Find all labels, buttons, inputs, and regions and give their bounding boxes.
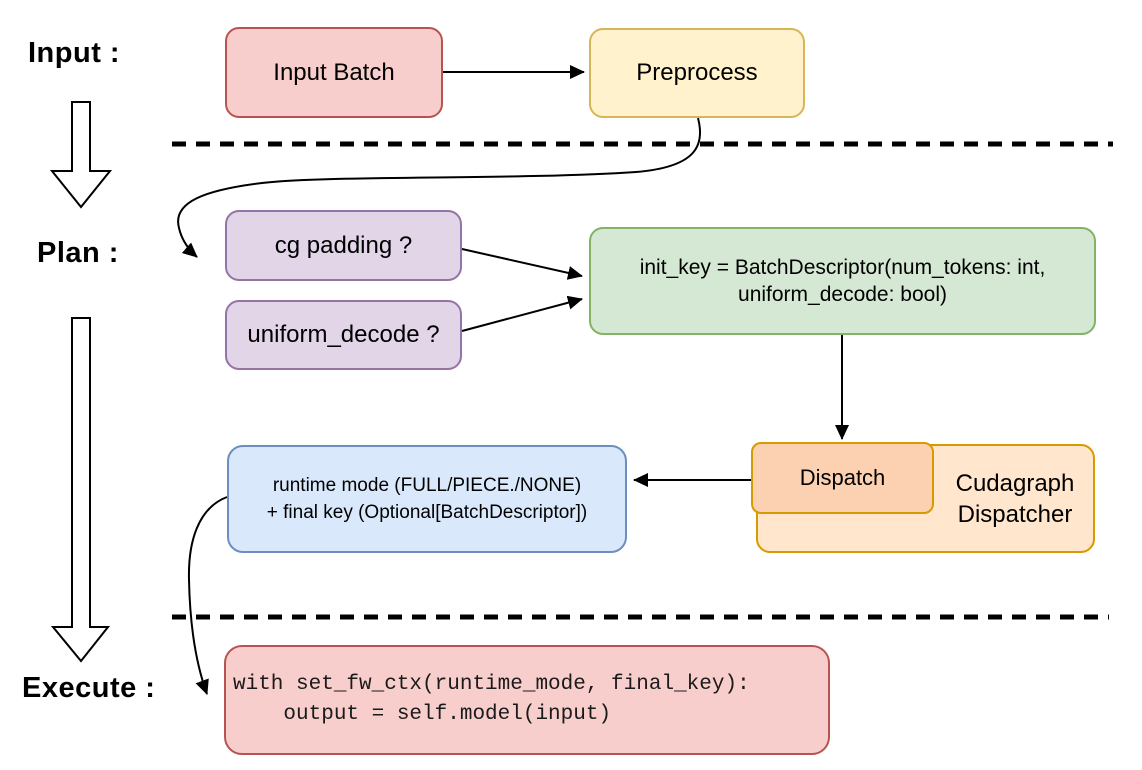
node-input-batch-label: Input Batch xyxy=(273,58,395,86)
stage-label-plan: Plan : xyxy=(37,237,119,269)
cudagraph-dispatcher-line2: Dispatcher xyxy=(957,501,1073,528)
node-init-key: init_key = BatchDescriptor(num_tokens: i… xyxy=(589,227,1096,335)
node-runtime-mode: runtime mode (FULL/PIECE./NONE) + final … xyxy=(227,445,627,553)
edge-uniformdecode-to-initkey xyxy=(461,295,583,332)
node-execute-code-line2: output = self.model(input) xyxy=(233,703,612,726)
node-preprocess-label: Preprocess xyxy=(636,59,758,86)
node-runtime-mode-line1: runtime mode (FULL/PIECE./NONE) xyxy=(272,475,582,496)
node-dispatch-label: Dispatch xyxy=(799,465,886,490)
node-init-key-line2: uniform_decode: bool) xyxy=(738,283,947,306)
node-dispatch: Dispatch xyxy=(751,442,934,514)
node-cg-padding-label: cg padding ? xyxy=(274,231,413,259)
node-execute-code: with set_fw_ctx(runtime_mode, final_key)… xyxy=(224,645,830,755)
node-uniform-decode-label: uniform_decode ? xyxy=(247,321,440,348)
stage-arrow-input-to-plan-icon xyxy=(49,101,113,209)
cudagraph-dispatcher-line1: Cudagraph xyxy=(955,470,1075,497)
node-uniform-decode: uniform_decode ? xyxy=(225,300,462,370)
node-init-key-line1: init_key = BatchDescriptor(num_tokens: i… xyxy=(639,256,1046,279)
node-runtime-mode-line2: + final key (Optional[BatchDescriptor]) xyxy=(266,502,588,523)
stage-arrow-plan-to-execute-icon xyxy=(50,317,111,663)
node-execute-code-line1: with set_fw_ctx(runtime_mode, final_key)… xyxy=(233,673,750,696)
edge-cgpadding-to-initkey xyxy=(461,248,583,280)
edge-preprocess-to-cgpadding xyxy=(177,117,702,258)
node-input-batch: Input Batch xyxy=(225,27,443,118)
node-cg-padding: cg padding ? xyxy=(225,210,462,281)
edge-runtime-to-code xyxy=(187,496,228,695)
stage-label-input: Input : xyxy=(28,37,121,69)
stage-label-execute: Execute : xyxy=(22,672,156,704)
node-preprocess: Preprocess xyxy=(589,28,805,118)
node-cudagraph-dispatcher-label: Cudagraph Dispatcher xyxy=(934,468,1096,530)
